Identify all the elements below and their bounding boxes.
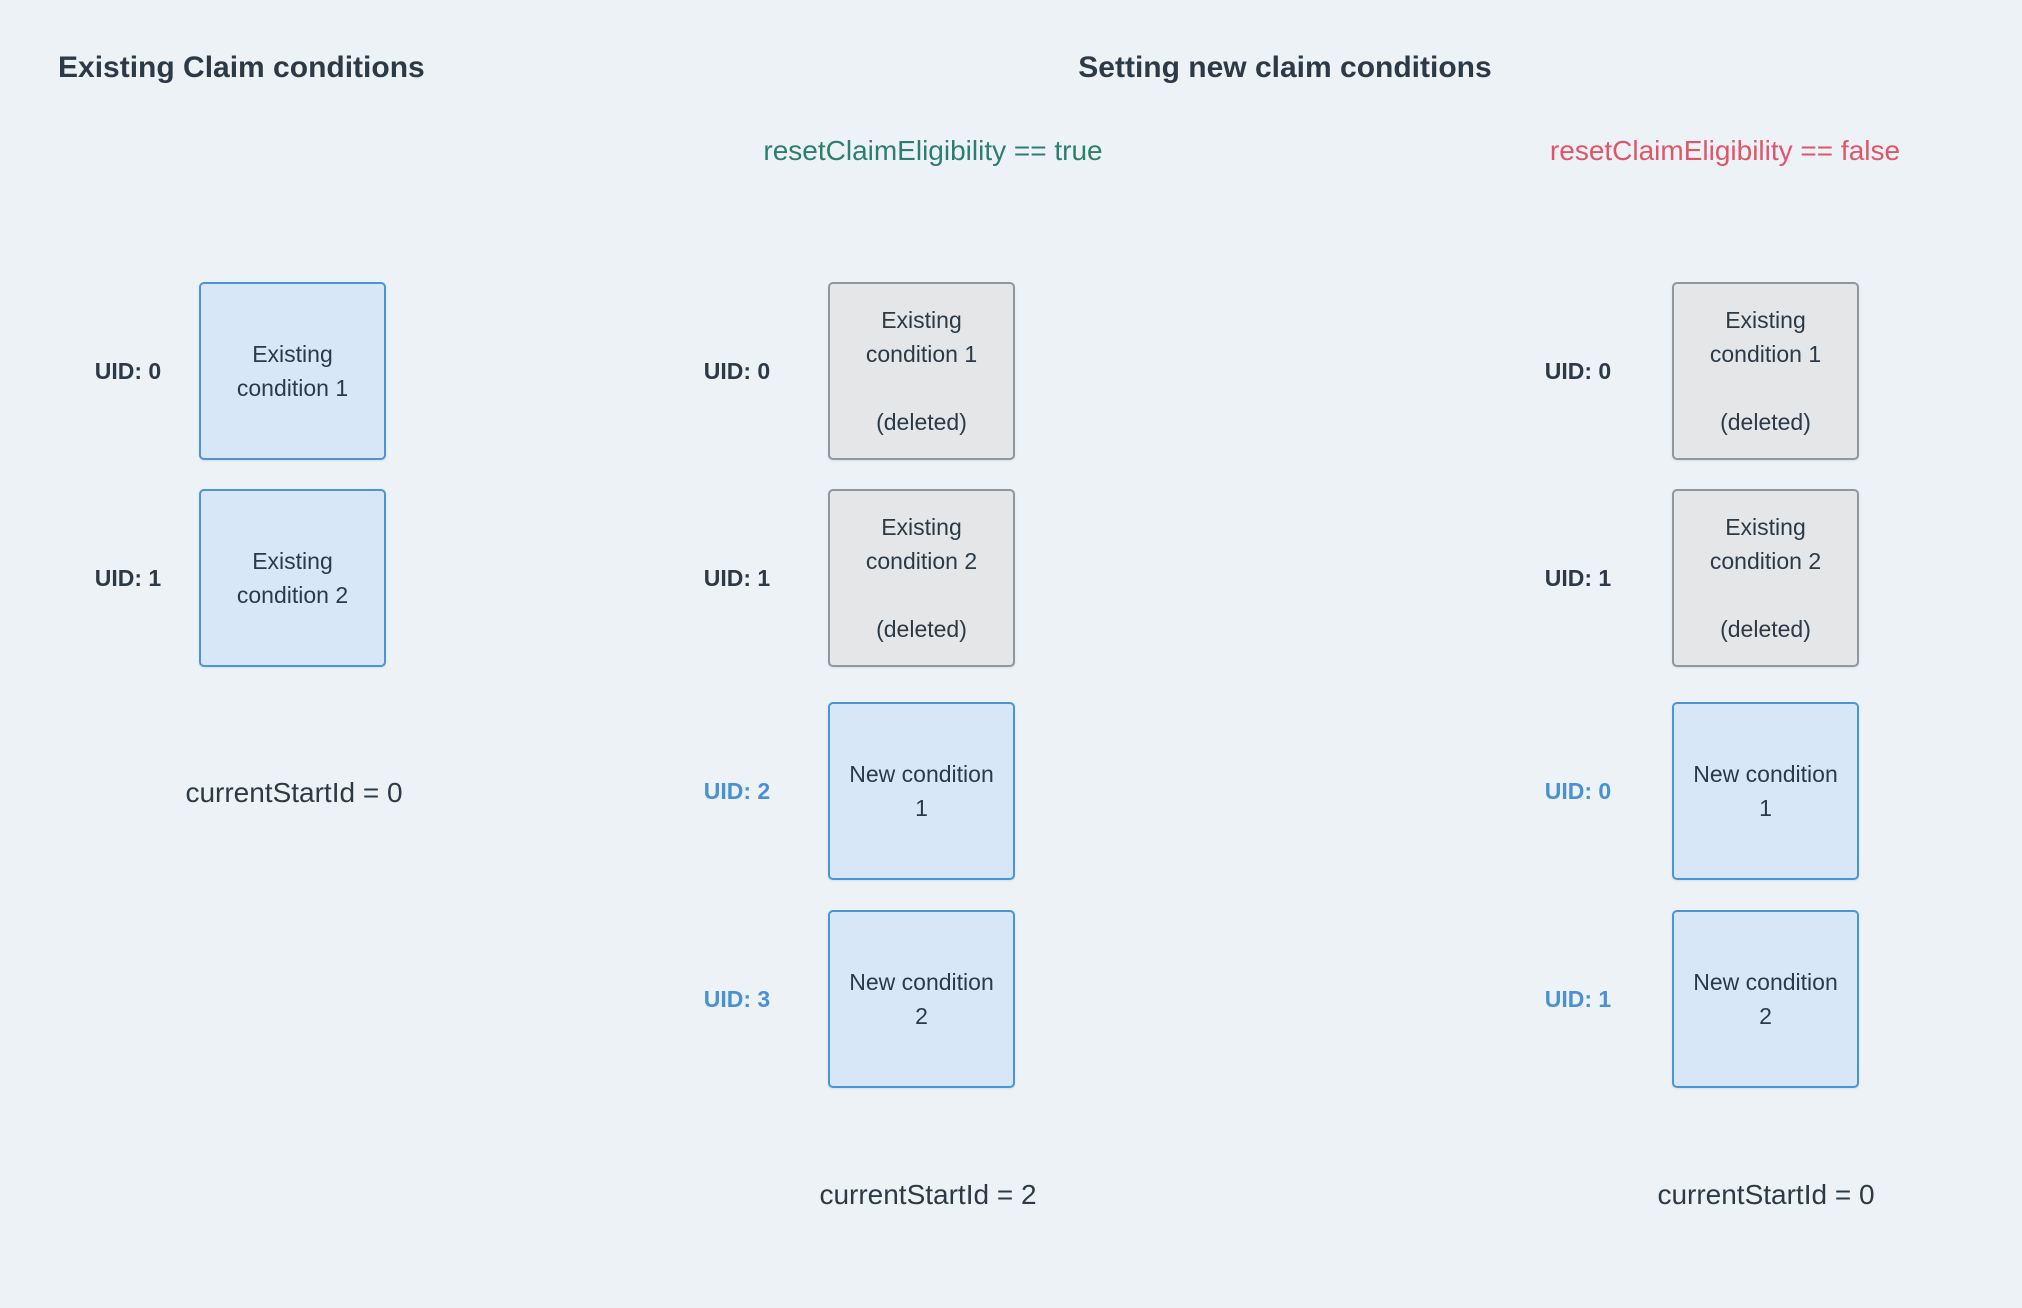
deleted-condition-2-box: Existing condition 2 (deleted) <box>1672 489 1859 667</box>
uid-label: UID: 0 <box>1544 358 1612 384</box>
reset-eligibility-false-label: resetClaimEligibility == false <box>1549 135 1901 166</box>
current-start-id-existing: currentStartId = 0 <box>185 777 403 808</box>
condition-box-label: New condition 1 <box>849 761 994 821</box>
uid-label: UID: 1 <box>703 565 771 591</box>
existing-condition-1-box: Existing condition 1 <box>199 282 386 460</box>
deleted-label: (deleted) <box>876 409 967 435</box>
uid-label: UID: 3 <box>703 986 771 1012</box>
condition-box-label: Existing condition 1 <box>865 307 978 367</box>
condition-box-label: New condition 2 <box>849 969 994 1029</box>
uid-label: UID: 2 <box>703 778 771 804</box>
deleted-condition-2-box: Existing condition 2 (deleted) <box>828 489 1015 667</box>
current-start-id-true-branch: currentStartId = 2 <box>819 1179 1037 1210</box>
reset-eligibility-true-label: resetClaimEligibility == true <box>763 135 1103 166</box>
deleted-label: (deleted) <box>1720 409 1811 435</box>
condition-box-label: Existing condition 2 <box>236 548 349 608</box>
setting-new-claim-conditions-title: Setting new claim conditions <box>1078 51 1492 84</box>
condition-box-label: Existing condition 1 <box>1709 307 1822 367</box>
new-condition-2-box: New condition 2 <box>828 910 1015 1088</box>
deleted-condition-1-box: Existing condition 1 (deleted) <box>1672 282 1859 460</box>
existing-claim-conditions-title: Existing Claim conditions <box>58 51 425 84</box>
uid-label: UID: 1 <box>94 565 162 591</box>
uid-label: UID: 0 <box>1544 778 1612 804</box>
condition-box-label: Existing condition 2 <box>1709 514 1822 574</box>
new-condition-2-box: New condition 2 <box>1672 910 1859 1088</box>
condition-box-label: Existing condition 2 <box>865 514 978 574</box>
new-condition-1-box: New condition 1 <box>1672 702 1859 880</box>
deleted-condition-1-box: Existing condition 1 (deleted) <box>828 282 1015 460</box>
deleted-label: (deleted) <box>1720 616 1811 642</box>
deleted-label: (deleted) <box>876 616 967 642</box>
condition-box-label: New condition 2 <box>1693 969 1838 1029</box>
uid-label: UID: 0 <box>94 358 162 384</box>
current-start-id-false-branch: currentStartId = 0 <box>1657 1179 1875 1210</box>
condition-box-label: Existing condition 1 <box>236 341 349 401</box>
uid-label: UID: 0 <box>703 358 771 384</box>
new-condition-1-box: New condition 1 <box>828 702 1015 880</box>
uid-label: UID: 1 <box>1544 565 1612 591</box>
condition-box-label: New condition 1 <box>1693 761 1838 821</box>
existing-condition-2-box: Existing condition 2 <box>199 489 386 667</box>
uid-label: UID: 1 <box>1544 986 1612 1012</box>
